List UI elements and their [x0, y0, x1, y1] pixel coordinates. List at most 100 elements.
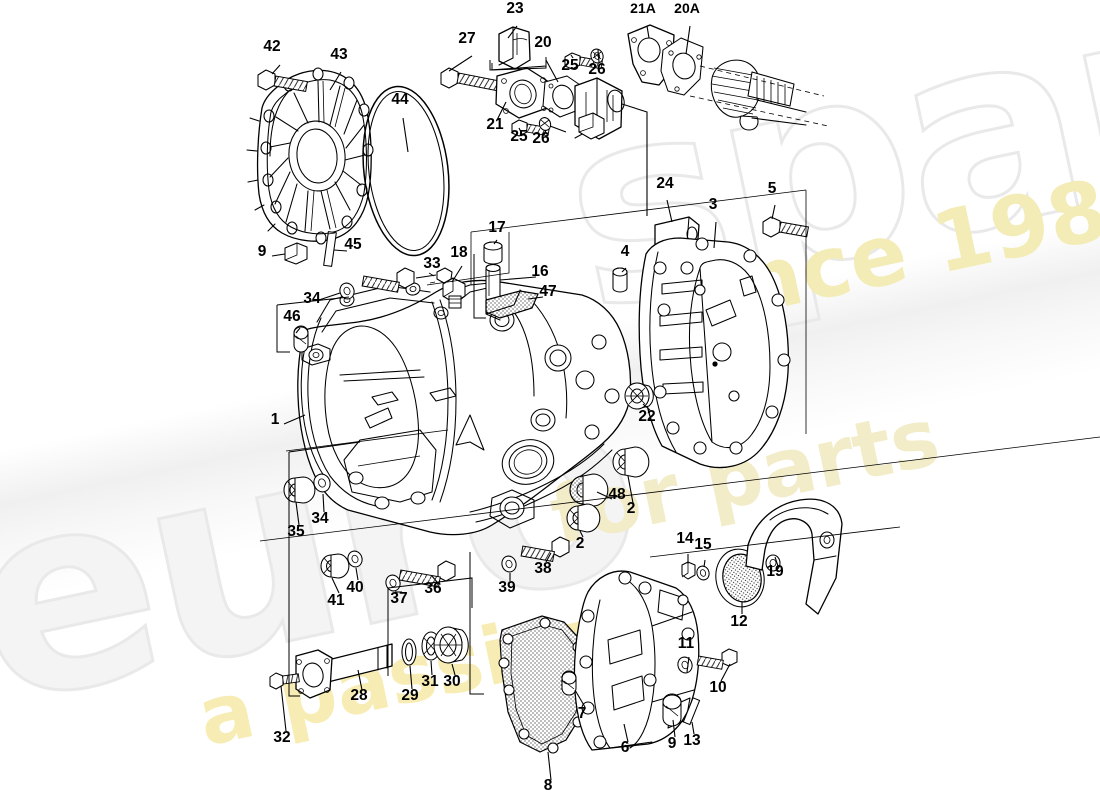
speedometer-cable-assembly: [689, 59, 829, 131]
callout-number-47: 47: [539, 283, 556, 300]
callout-number-30: 30: [443, 673, 460, 690]
part-9-bush: [662, 693, 682, 727]
part-5-hex-bolt: [762, 216, 810, 238]
callout-number-26b: 26: [532, 130, 550, 147]
callout-number-28: 28: [350, 687, 368, 704]
callout-number-2b: 2: [576, 535, 585, 552]
callout-number-14: 14: [676, 530, 694, 547]
part-23-cover-cap: [498, 26, 531, 70]
callout-number-40: 40: [346, 579, 363, 596]
grouping-brackets: [259, 57, 1100, 697]
callout-number-10: 10: [709, 679, 726, 696]
part-44-o-ring: [362, 85, 450, 257]
callout-number-19: 19: [766, 563, 784, 580]
callout-number-7: 7: [578, 705, 587, 722]
part-30-bearing: [433, 626, 469, 664]
callout-number-13: 13: [683, 732, 701, 749]
part-9b-bush: [284, 242, 308, 265]
part-17-plug-cap: [483, 241, 503, 265]
part-15-washer: [696, 565, 710, 581]
callout-number-2: 2: [627, 500, 636, 517]
part-28-guide-tube: [295, 643, 393, 699]
callout-number-26: 26: [588, 61, 606, 78]
callout-number-48: 48: [608, 486, 626, 503]
callout-number-24: 24: [656, 175, 674, 192]
part-18-reverse-light-switch: [428, 267, 466, 309]
callout-number-34b: 34: [311, 510, 329, 527]
part-4-bush: [612, 267, 628, 293]
callout-number-5: 5: [768, 180, 777, 197]
callout-number-11: 11: [678, 635, 695, 652]
callout-number-22: 22: [638, 408, 655, 425]
callout-number-27: 27: [458, 30, 475, 47]
callout-number-21: 21: [486, 116, 504, 133]
callout-number-46: 46: [283, 308, 301, 325]
part-34-washer-top: [339, 282, 355, 300]
speedometer-drive-body: [574, 77, 625, 140]
part-42-hex-bolt: [257, 69, 308, 93]
callout-number-9: 9: [668, 735, 677, 752]
callout-number-15: 15: [694, 536, 712, 553]
part-48-bearing: [569, 473, 609, 507]
part-46-bush: [293, 325, 309, 353]
callout-number-44: 44: [391, 91, 409, 108]
part-22-bearing: [624, 382, 654, 410]
part-13-pin: [682, 697, 701, 726]
callout-number-20: 20: [534, 34, 551, 51]
callout-number-25b: 25: [510, 128, 528, 145]
callout-number-18: 18: [450, 244, 468, 261]
callout-number-33: 33: [423, 255, 441, 272]
callout-number-17: 17: [488, 219, 505, 236]
callout-number-34: 34: [303, 290, 321, 307]
callout-number-3: 3: [709, 196, 718, 213]
callout-number-6: 6: [621, 739, 630, 756]
callout-number-1: 1: [271, 411, 280, 428]
part-20A-gasket-plate: [660, 37, 704, 96]
callout-number-12: 12: [730, 613, 747, 630]
part-47-guide-block: [485, 290, 539, 321]
callout-number-35: 35: [287, 523, 305, 540]
part-32-bolt: [269, 672, 300, 690]
part-14-nut: [681, 561, 696, 580]
callout-number-23: 23: [506, 0, 524, 17]
part-38-bolt: [520, 536, 570, 563]
part-34b-washer: [313, 473, 331, 493]
callout-number-9b: 9: [258, 243, 267, 260]
part-2-bearing-lower: [566, 503, 601, 533]
callout-number-41: 41: [327, 592, 345, 609]
part-41-nut: [320, 553, 350, 579]
part-26-washer-upper: [590, 48, 604, 64]
callout-number-4: 4: [621, 243, 630, 260]
callout-number-45: 45: [344, 236, 362, 253]
part-8-gasket: [498, 615, 592, 754]
callout-number-25: 25: [561, 57, 579, 74]
callout-number-29: 29: [401, 687, 419, 704]
part-33-long-bolt: [361, 267, 415, 293]
callout-number-31: 31: [421, 673, 439, 690]
callout-number-16: 16: [531, 263, 549, 280]
part-7-bush: [561, 670, 577, 696]
part-39-washer: [501, 555, 517, 573]
part-43-bellhousing: [246, 67, 374, 245]
part-10-bolt: [696, 648, 738, 670]
part-40-washer: [347, 550, 363, 568]
part-3-intermediate-plate: [638, 237, 791, 469]
callout-number-38: 38: [534, 560, 552, 577]
part-29-circlip: [401, 638, 417, 666]
callout-number-39: 39: [498, 579, 516, 596]
callout-number-20A: 20A: [674, 0, 700, 16]
callout-number-42: 42: [263, 38, 280, 55]
part-19-shift-bracket: [745, 498, 843, 615]
callout-number-8: 8: [544, 777, 553, 794]
callout-number-37: 37: [390, 590, 407, 607]
callout-number-36: 36: [424, 580, 442, 597]
part-2-bearing-upper: [612, 446, 650, 478]
callout-number-43: 43: [330, 46, 348, 63]
part-45-dowel-pin: [323, 231, 337, 267]
part-26b-washer-lower: [538, 117, 567, 133]
callout-number-21A: 21A: [630, 0, 656, 16]
callout-number-32: 32: [273, 729, 290, 746]
